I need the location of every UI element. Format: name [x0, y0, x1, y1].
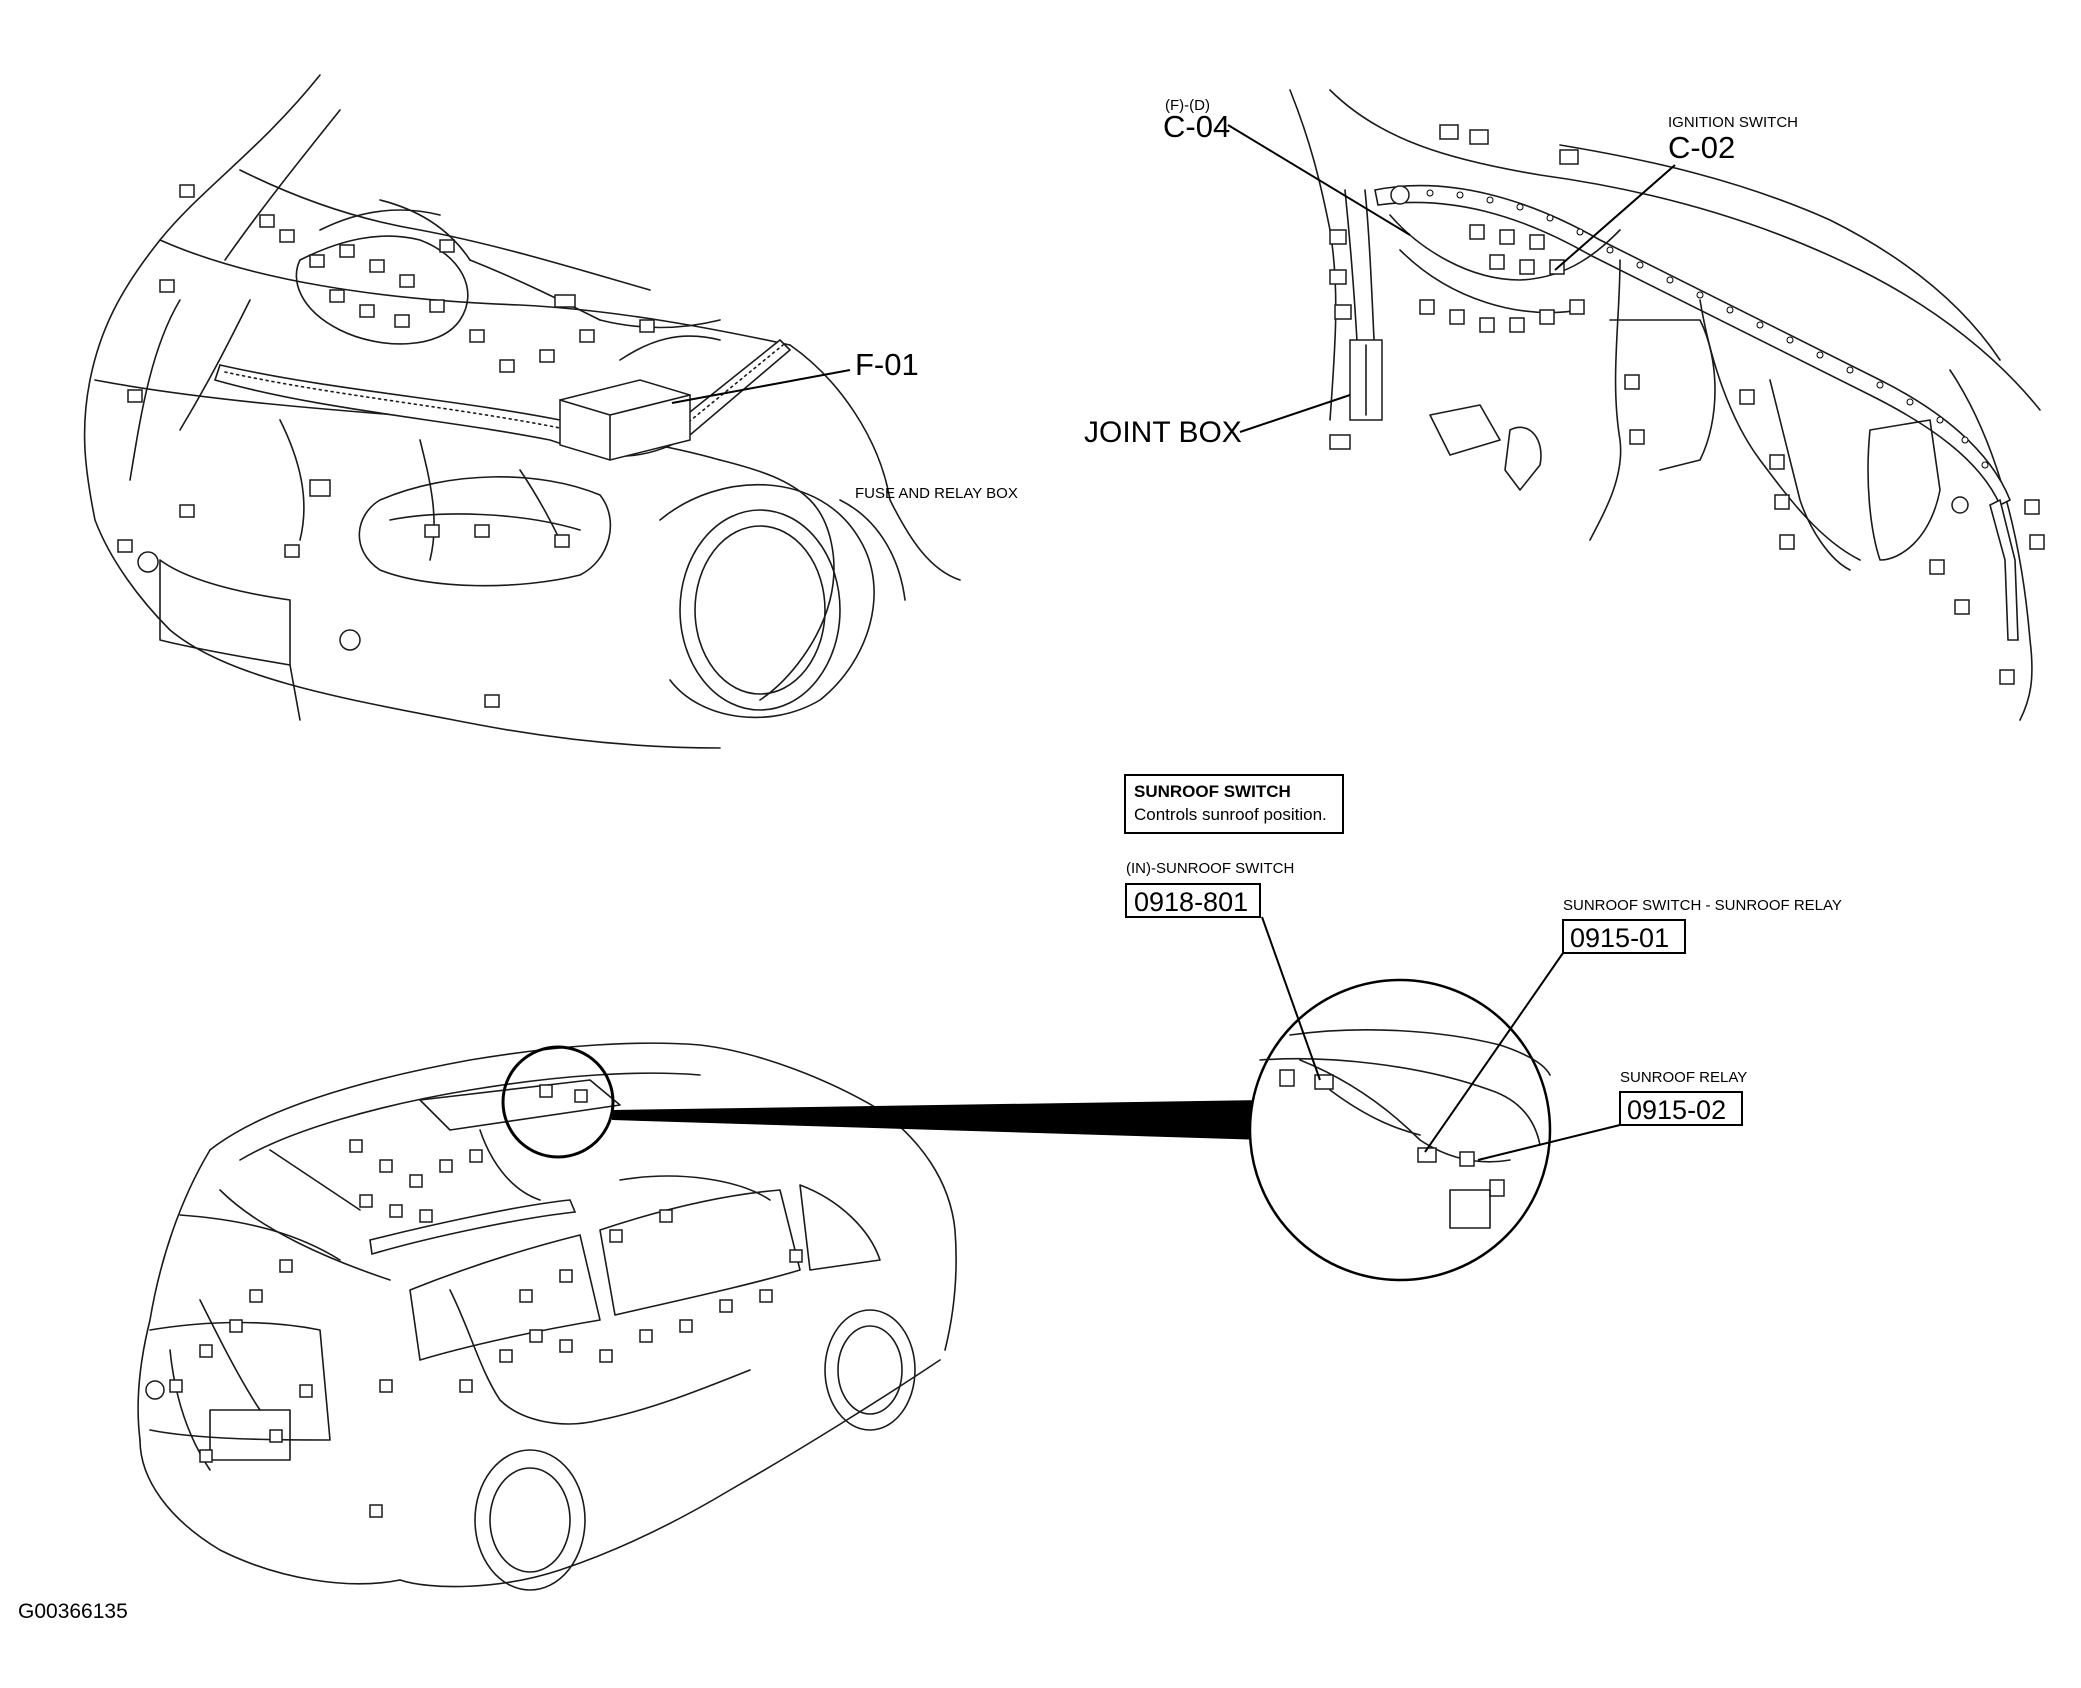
f01-callout: F-01 FUSE AND RELAY BOX [671, 347, 1018, 502]
f01-code: F-01 [855, 347, 919, 382]
info-box-body: Controls sunroof position. [1134, 805, 1327, 824]
c02-callout: IGNITION SWITCH C-02 [1554, 114, 1798, 271]
sunroof-switch-info-box: SUNROOF SWITCH Controls sunroof position… [1124, 774, 1344, 834]
connector-0915-02-desc: SUNROOF RELAY [1620, 1069, 1747, 1086]
joint-box-callout: JOINT BOX [1084, 394, 1351, 449]
c04-callout: (F)-(D) C-04 [1163, 97, 1411, 236]
connector-0918-801-code: 0918-801 [1134, 887, 1248, 917]
sunroof-detail-inset [1248, 978, 1552, 1282]
connector-callout-0915-02: SUNROOF RELAY 0915-02 [1477, 1069, 1747, 1161]
joint-box-label: JOINT BOX [1084, 416, 1242, 449]
c04-prefix: (F)-(D) [1165, 97, 1210, 114]
connector-0918-801-desc: (IN)-SUNROOF SWITCH [1126, 860, 1294, 877]
dash-harness-dots [1396, 189, 1989, 469]
info-box-title: SUNROOF SWITCH [1134, 782, 1291, 801]
vehicle-body-illustration [137, 1042, 957, 1591]
c04-code: C-04 [1163, 109, 1230, 144]
connector-0915-01-code: 0915-01 [1570, 923, 1669, 953]
connector-callout-0915-01: SUNROOF SWITCH - SUNROOF RELAY 0915-01 [1424, 897, 1842, 1153]
figure-id: G00366135 [18, 1600, 128, 1623]
connector-callout-0918-801: (IN)-SUNROOF SWITCH 0918-801 [1125, 860, 1321, 1081]
connector-0915-01-desc: SUNROOF SWITCH - SUNROOF RELAY [1563, 897, 1842, 914]
connector-0915-02-code: 0915-02 [1627, 1095, 1726, 1125]
engine-compartment-illustration [83, 74, 961, 749]
c02-code: C-02 [1668, 130, 1735, 165]
f01-description: FUSE AND RELAY BOX [855, 485, 1018, 502]
instrument-panel-illustration [1289, 89, 2045, 721]
c02-description: IGNITION SWITCH [1668, 114, 1798, 131]
zoom-beam [612, 1100, 1265, 1140]
